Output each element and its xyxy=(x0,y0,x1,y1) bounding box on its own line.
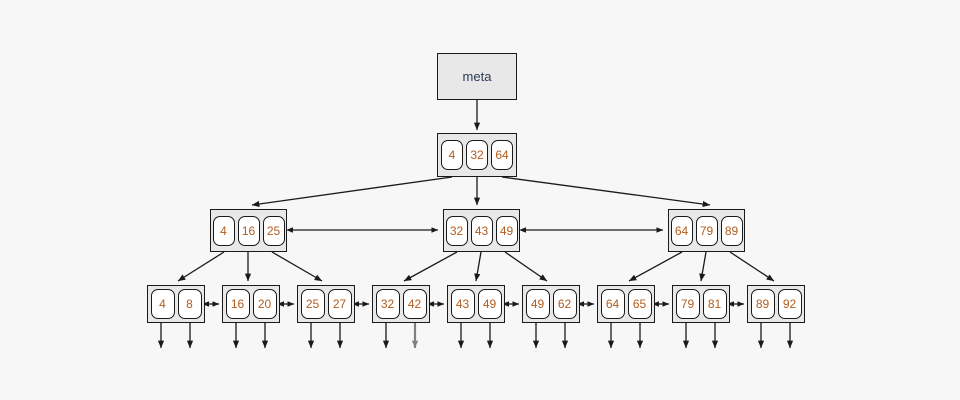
internal-key-cell[interactable]: 79 xyxy=(695,215,718,246)
root-key-cell[interactable]: 4 xyxy=(441,140,463,170)
root-node[interactable]: 4 32 64 xyxy=(437,133,517,177)
leaf-node-3[interactable]: 32 42 xyxy=(372,285,430,323)
leaf-key-cell[interactable]: 42 xyxy=(402,289,427,319)
leaf-node-1[interactable]: 16 20 xyxy=(222,285,280,323)
leaf-key-cell[interactable]: 79 xyxy=(675,289,700,319)
leaf-key-cell[interactable]: 65 xyxy=(627,289,652,319)
internal-key-cell[interactable]: 43 xyxy=(470,215,493,246)
leaf-node-7[interactable]: 79 81 xyxy=(672,285,730,323)
leaf-key-cell[interactable]: 27 xyxy=(327,289,352,319)
internal-key-cell[interactable]: 4 xyxy=(212,215,235,246)
internal-key-cell[interactable]: 89 xyxy=(720,215,743,246)
internal-key-cell[interactable]: 32 xyxy=(445,215,468,246)
internal-node-1[interactable]: 32 43 49 xyxy=(443,209,520,252)
leaf-key-cell[interactable]: 32 xyxy=(375,289,400,319)
meta-label: meta xyxy=(462,69,492,84)
leaf-key-cell[interactable]: 89 xyxy=(750,289,775,319)
leaf-key-cell[interactable]: 16 xyxy=(225,289,250,319)
leaf-node-0[interactable]: 4 8 xyxy=(147,285,205,323)
leaf-key-cell[interactable]: 4 xyxy=(150,289,175,319)
leaf-key-cell[interactable]: 25 xyxy=(300,289,325,319)
leaf-node-5[interactable]: 49 62 xyxy=(522,285,580,323)
leaf-key-cell[interactable]: 62 xyxy=(552,289,577,319)
internal-node-2[interactable]: 64 79 89 xyxy=(668,209,745,252)
leaf-key-cell[interactable]: 8 xyxy=(177,289,202,319)
leaf-node-2[interactable]: 25 27 xyxy=(297,285,355,323)
leaf-node-8[interactable]: 89 92 xyxy=(747,285,805,323)
leaf-node-4[interactable]: 43 49 xyxy=(447,285,505,323)
internal-key-cell[interactable]: 16 xyxy=(237,215,260,246)
leaf-node-6[interactable]: 64 65 xyxy=(597,285,655,323)
leaf-key-cell[interactable]: 64 xyxy=(600,289,625,319)
leaf-key-cell[interactable]: 49 xyxy=(525,289,550,319)
leaf-key-cell[interactable]: 92 xyxy=(777,289,802,319)
meta-node[interactable]: meta xyxy=(437,53,517,100)
internal-key-cell[interactable]: 25 xyxy=(262,215,285,246)
root-key-cell[interactable]: 64 xyxy=(491,140,513,170)
leaf-key-cell[interactable]: 43 xyxy=(450,289,475,319)
internal-key-cell[interactable]: 49 xyxy=(495,215,518,246)
leaf-key-cell[interactable]: 49 xyxy=(477,289,502,319)
root-key-cell[interactable]: 32 xyxy=(466,140,488,170)
internal-key-cell[interactable]: 64 xyxy=(670,215,693,246)
leaf-key-cell[interactable]: 81 xyxy=(702,289,727,319)
internal-node-0[interactable]: 4 16 25 xyxy=(210,209,287,252)
leaf-key-cell[interactable]: 20 xyxy=(252,289,277,319)
